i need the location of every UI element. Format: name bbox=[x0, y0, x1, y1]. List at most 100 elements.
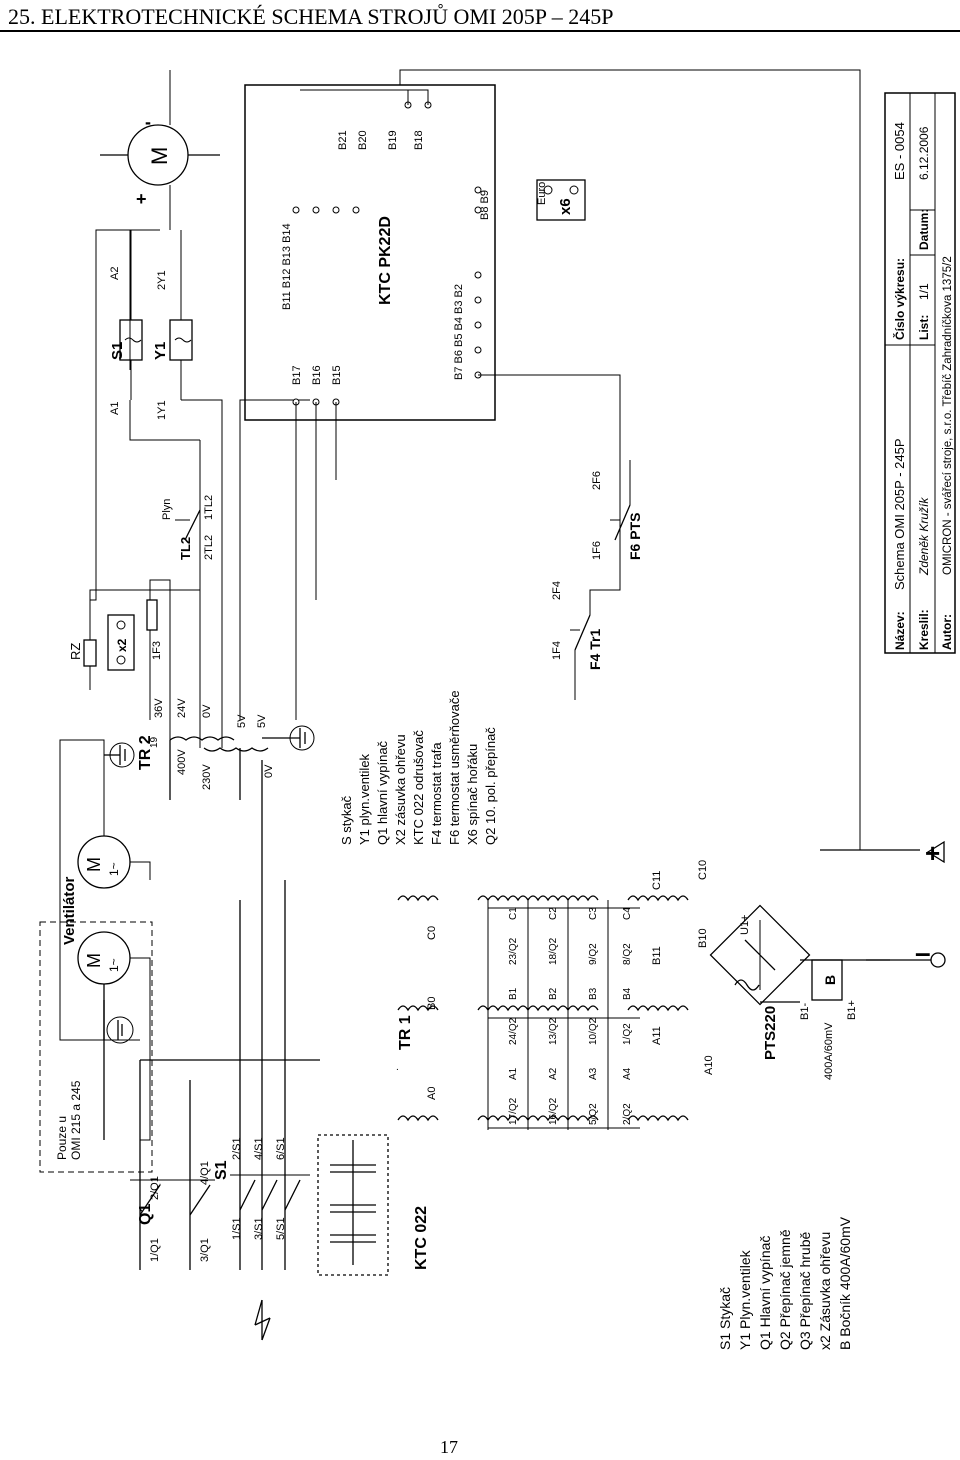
q2-17-label: 17/Q2 bbox=[508, 1097, 519, 1125]
q2-b4-label: B4 bbox=[622, 987, 633, 1000]
x2-label: x2 bbox=[115, 638, 129, 652]
page-number: 17 bbox=[440, 1437, 458, 1457]
page-title: 25. ELEKTROTECHNICKÉ SCHEMA STROJŮ OMI 2… bbox=[0, 0, 960, 32]
fan-motor-2-phase: 1~ bbox=[107, 862, 121, 876]
legend-center: S stykač Y1 plyn.ventilek Q1 hlavní vypí… bbox=[339, 690, 498, 845]
legend-left-item: x2 Zásuvka ohřevu bbox=[817, 1232, 833, 1350]
pk22d-b17: B17 bbox=[291, 365, 303, 385]
mains-section bbox=[130, 760, 320, 1341]
f4-thermostat bbox=[570, 614, 591, 651]
plyn-pushbutton bbox=[175, 509, 201, 541]
x6-label: x6 bbox=[557, 198, 574, 215]
legend-left-item: Q2 Přepínač jemně bbox=[777, 1229, 793, 1350]
q1-label: Q1 bbox=[137, 1204, 154, 1225]
f4-terminal-2: 2F4 bbox=[551, 581, 563, 600]
a2-label: A2 bbox=[109, 267, 121, 280]
pk22d-b15: B15 bbox=[331, 365, 343, 385]
legend-center-item: X2 zásuvka ohřevu bbox=[393, 734, 408, 845]
q2-10-label: 10/Q2 bbox=[588, 1017, 599, 1045]
title-block bbox=[884, 92, 956, 654]
s1-terminal-5: 5/S1 bbox=[275, 1217, 287, 1240]
f4-tr1-label: F4 Tr1 bbox=[587, 629, 603, 670]
tl2-label: TL2 bbox=[178, 537, 193, 560]
q2-c4-label: C4 bbox=[622, 907, 633, 920]
title-author-value: OMICRON - svářecí stroje, s.r.o. Třebíč … bbox=[942, 256, 954, 575]
tr2-24v: 24V bbox=[176, 698, 188, 718]
tr2-5v-a: 5V bbox=[236, 714, 248, 728]
s1-terminal-3: 3/S1 bbox=[253, 1217, 265, 1240]
q2-b1-label: B1 bbox=[508, 987, 519, 1000]
q2-a1-label: A1 bbox=[508, 1067, 519, 1080]
tr1-transformer bbox=[397, 895, 689, 1122]
q2-b2-label: B2 bbox=[548, 987, 559, 1000]
ktc022-capacitors bbox=[330, 1140, 376, 1265]
q2-c2-label: C2 bbox=[548, 907, 559, 920]
q2-23-label: 23/Q2 bbox=[508, 937, 519, 965]
legend-center-item: F4 termostat trafa bbox=[429, 742, 444, 845]
q2-switch-matrix bbox=[487, 900, 640, 1130]
title-date-label: Datum: bbox=[917, 209, 931, 250]
tap-a10: A10 bbox=[703, 1055, 715, 1075]
tl2-terminal-1: 1TL2 bbox=[203, 495, 215, 520]
f3-label: 1F3 bbox=[151, 641, 163, 660]
pk22d-terminals bbox=[292, 101, 482, 406]
tap-a11: A11 bbox=[651, 1026, 663, 1045]
rz-resistor bbox=[83, 600, 97, 690]
q2-5-label: 5/Q2 bbox=[588, 1103, 599, 1125]
y1-coil bbox=[169, 319, 193, 361]
tr1-tap-b0: B0 bbox=[426, 997, 438, 1010]
ventilator-frame bbox=[39, 921, 153, 1173]
q1-terminal-2: 2/Q1 bbox=[149, 1176, 161, 1200]
legend-left-item: S1 Stykač bbox=[717, 1287, 733, 1350]
s1-terminal-1: 1/S1 bbox=[231, 1217, 243, 1240]
dc-motor-minus: - bbox=[145, 112, 151, 132]
fan-motor-1-phase: 1~ bbox=[107, 958, 121, 972]
title-name-value: Schema OMI 205P - 245P bbox=[892, 438, 907, 590]
dc-motor-symbol: M bbox=[147, 147, 172, 165]
legend-center-item: Q2 10. pol. přepínač bbox=[483, 727, 498, 845]
title-author-label: Autor: bbox=[940, 614, 954, 650]
q2-a2-label: A2 bbox=[548, 1067, 559, 1080]
output-minus-label: – bbox=[915, 937, 931, 968]
f6-pts-label: F6 PTS bbox=[627, 513, 643, 560]
pk22d-b11-b14: B11 B12 B13 B14 bbox=[281, 223, 293, 310]
shunt-label: B bbox=[822, 975, 838, 985]
legend-left-item: B Bočník 400A/60mV bbox=[837, 1216, 853, 1350]
s1-terminal-2: 2/S1 bbox=[231, 1137, 243, 1160]
tap-c11: C11 bbox=[651, 871, 663, 890]
tr2-0v-sec: 0V bbox=[201, 704, 213, 718]
x2-socket bbox=[107, 614, 135, 671]
q2-a3-label: A3 bbox=[588, 1067, 599, 1080]
y1-terminal-1: 1Y1 bbox=[156, 400, 168, 420]
dc-motor bbox=[100, 124, 220, 186]
q2-9-label: 9/Q2 bbox=[588, 943, 599, 965]
pk22d-b19: B19 bbox=[387, 130, 399, 150]
title-drawing-no-label: Číslo výkresu: bbox=[892, 258, 907, 340]
title-sheet-label: List: bbox=[917, 315, 931, 340]
q2-b3-label: B3 bbox=[588, 987, 599, 1000]
q1-terminal-1: 1/Q1 bbox=[149, 1238, 161, 1262]
legend-center-item: Y1 plyn.ventilek bbox=[357, 753, 372, 845]
y1-coil-label: Y1 bbox=[152, 342, 169, 360]
legend-center-item: Q1 hlavní vypínač bbox=[375, 740, 390, 845]
ktc-pk22d-label: KTC PK22D bbox=[377, 216, 394, 305]
euro-label: Euro bbox=[536, 182, 548, 205]
ktc-pk22d-box bbox=[244, 84, 496, 421]
ventilator-label: Ventilátor bbox=[61, 876, 78, 945]
title-name-label: Název: bbox=[893, 611, 907, 650]
tr2-transformer bbox=[169, 736, 269, 800]
y1-terminal-2: 2Y1 bbox=[156, 270, 168, 290]
ground-icon bbox=[262, 725, 315, 751]
s1-terminal-6: 6/S1 bbox=[275, 1137, 287, 1160]
stray-mark: . bbox=[396, 1062, 399, 1073]
q2-8-label: 8/Q2 bbox=[622, 943, 633, 965]
legend-center-item: F6 termostat usměrňovače bbox=[447, 690, 462, 845]
plyn-label: Plyn bbox=[161, 499, 173, 520]
tr1-label: TR 1 bbox=[397, 1015, 414, 1050]
pk22d-b16: B16 bbox=[311, 365, 323, 385]
tr1-tap-a0: A0 bbox=[426, 1087, 438, 1100]
f6-thermostat bbox=[610, 504, 631, 541]
pts220-label: PTS220 bbox=[762, 1006, 779, 1060]
fuse-1f3 bbox=[146, 599, 158, 631]
